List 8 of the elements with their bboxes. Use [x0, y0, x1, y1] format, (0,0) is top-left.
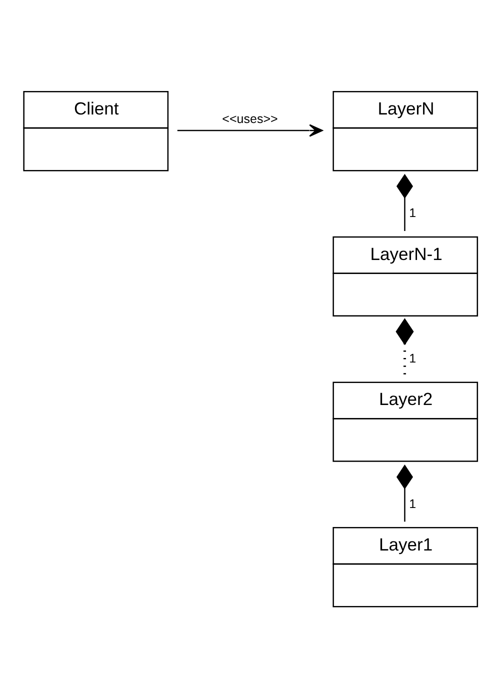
edge-label: 1 [409, 206, 416, 220]
edge-label: 1 [409, 496, 416, 510]
edge-label: <<uses>> [222, 111, 278, 126]
connector [396, 464, 413, 522]
connector [396, 173, 413, 230]
arrow [177, 124, 323, 136]
connector [396, 318, 414, 376]
edge-label: 1 [409, 350, 416, 365]
